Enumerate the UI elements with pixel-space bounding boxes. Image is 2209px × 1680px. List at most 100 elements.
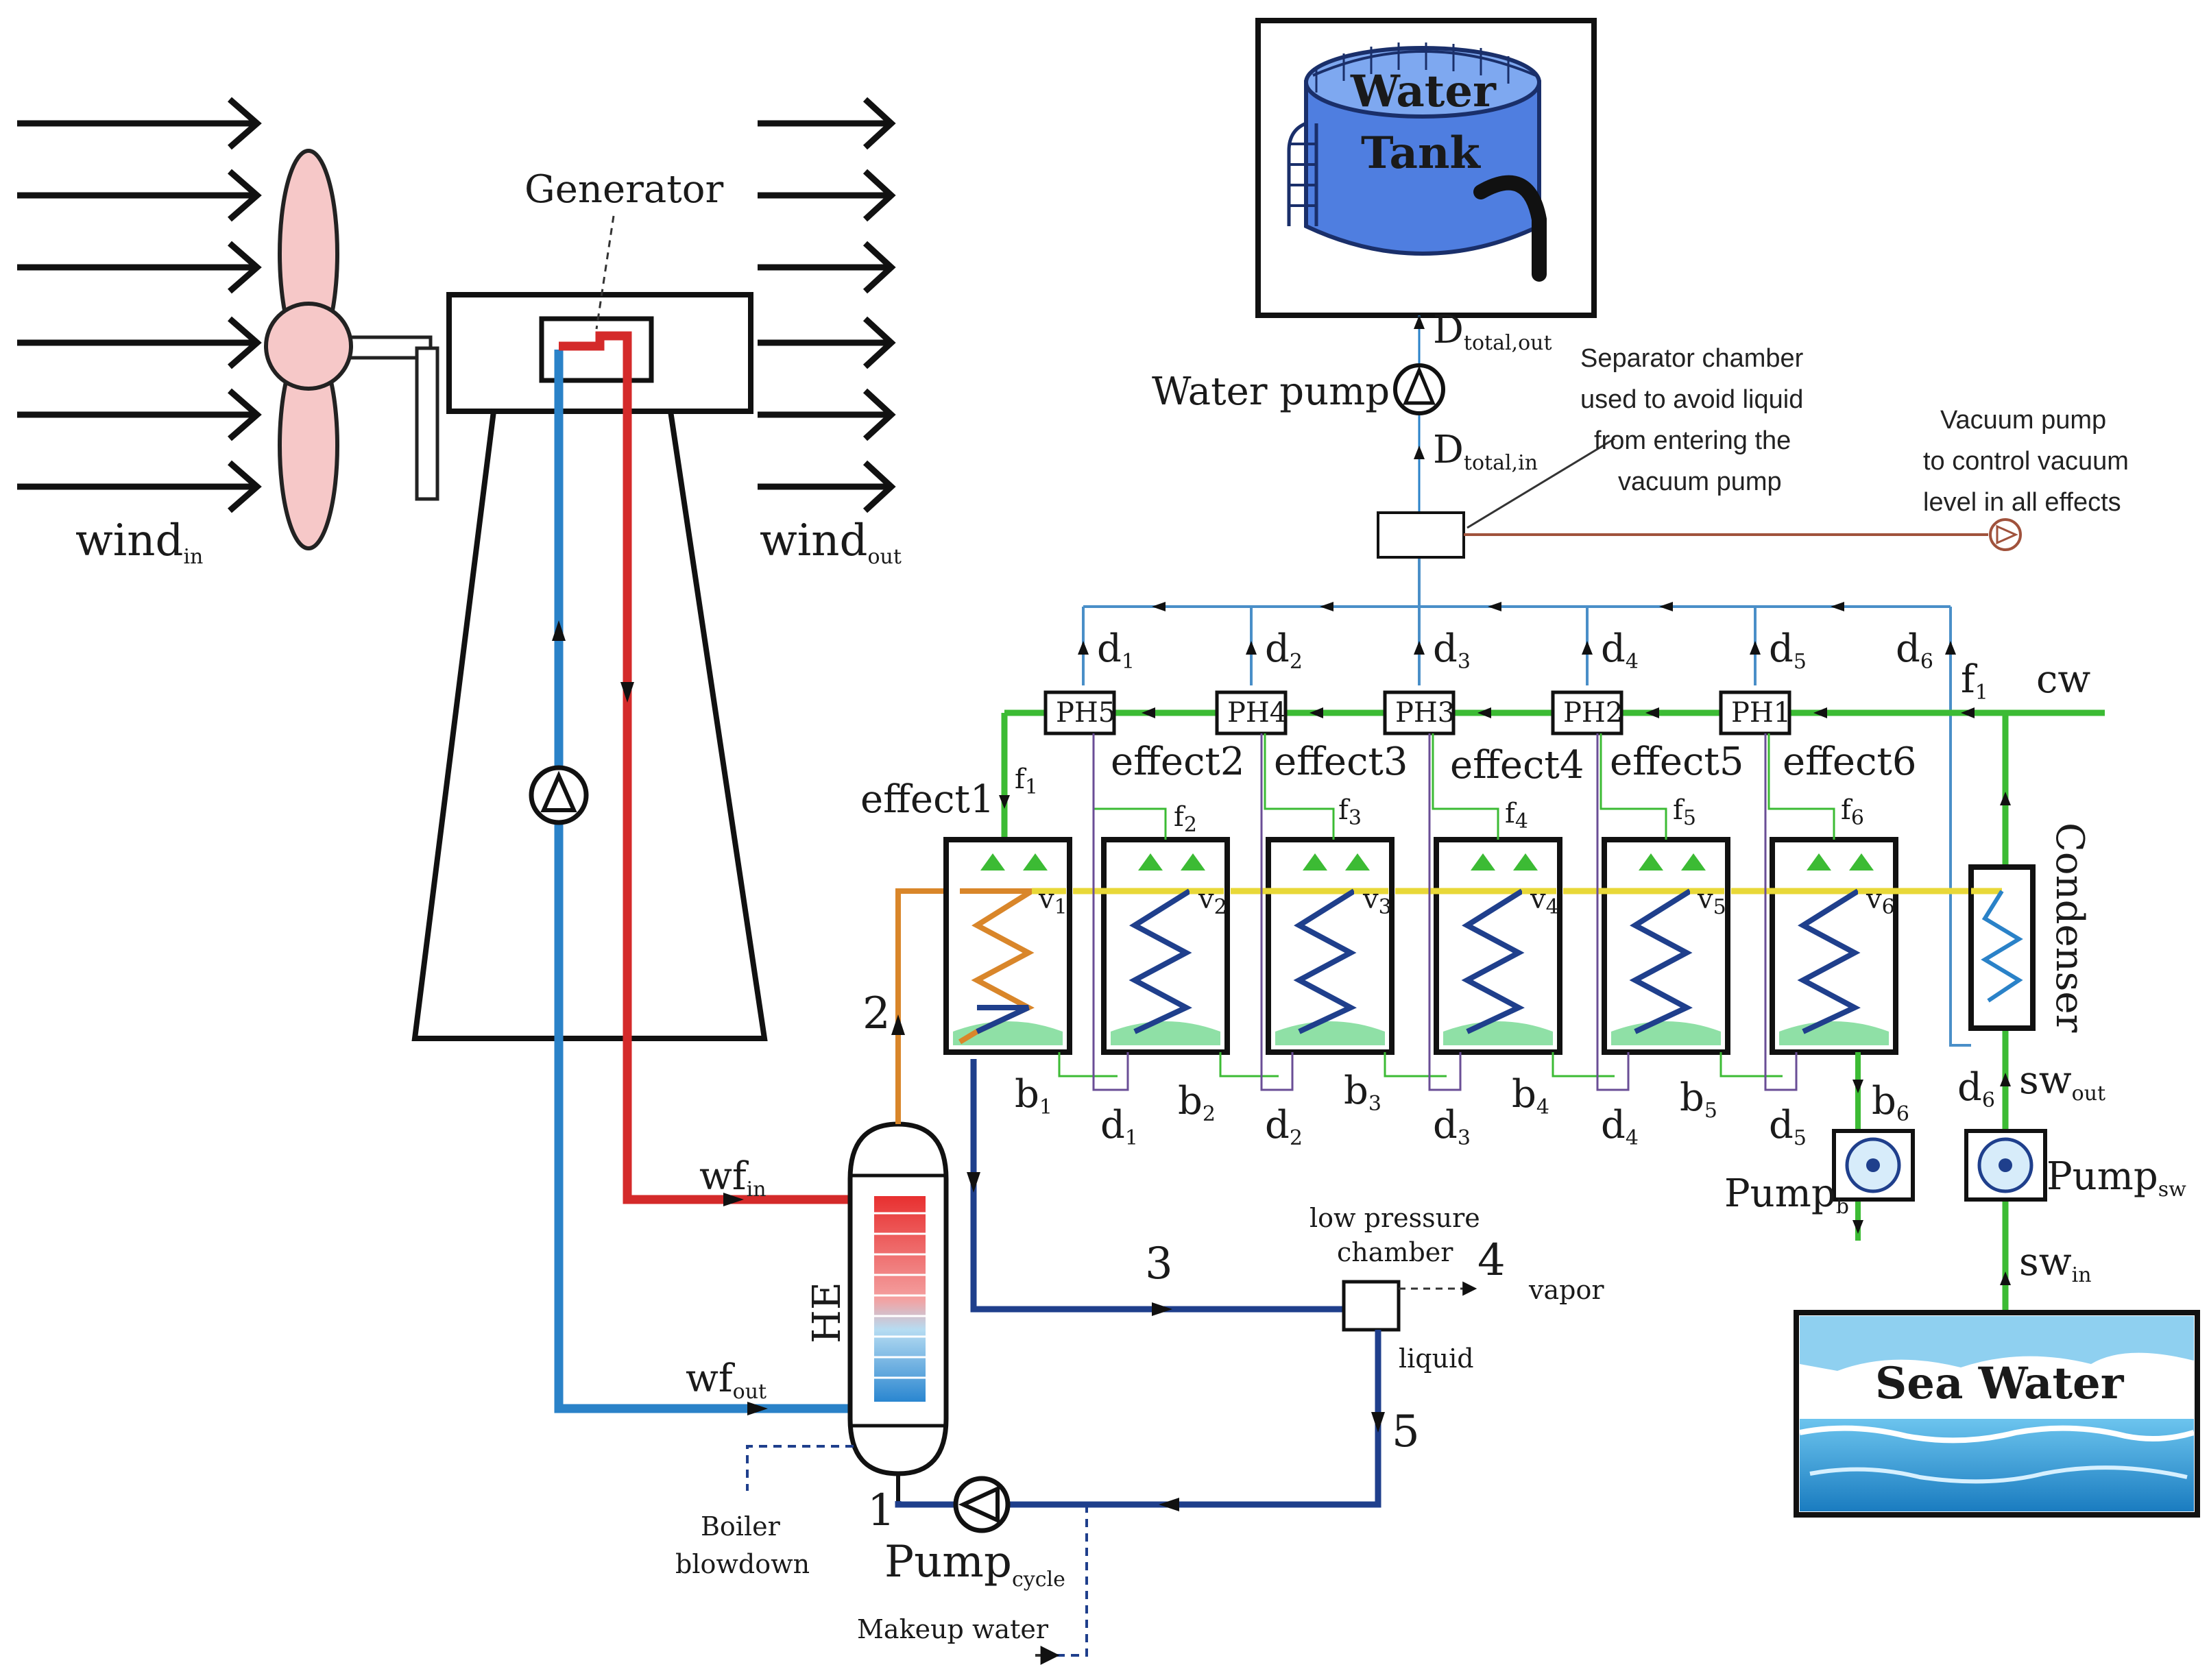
stream-3-line (970, 1059, 1344, 1313)
wind-out-label: windout (760, 515, 902, 569)
d6-top-label: d6 (1896, 626, 1933, 674)
heat-exchanger (847, 1097, 949, 1501)
pump-b-icon (1832, 1129, 1915, 1202)
b5-label: b5 (1680, 1075, 1717, 1123)
he-label: HE (805, 1282, 849, 1343)
d3-bottom-label: d3 (1433, 1103, 1471, 1150)
v6-label: v6 (1866, 884, 1895, 919)
d5-top-label: d5 (1769, 626, 1807, 674)
d-total-out-label: Dtotal,out (1433, 308, 1552, 355)
d1-bottom-label: d1 (1100, 1103, 1138, 1150)
d3-top-label: d3 (1433, 626, 1471, 674)
f1-top-label: f1 (1961, 657, 1988, 705)
boiler-blowdown-label-1: Boiler (701, 1511, 781, 1542)
separator-note-3: from entering the (1594, 426, 1791, 455)
low-pressure-label-1: low pressure (1309, 1203, 1480, 1233)
water-tank-label-2: Tank (1361, 127, 1482, 179)
preheater-ph4 (1215, 690, 1288, 735)
makeup-water-line (1035, 1505, 1088, 1657)
effect3-label: effect3 (1274, 740, 1408, 784)
d5-bottom-label: d5 (1769, 1103, 1807, 1150)
b4-label: b4 (1512, 1072, 1549, 1119)
tower (411, 409, 768, 1041)
effect6-label: effect6 (1783, 740, 1917, 784)
condenser-label: Condenser (2047, 823, 2092, 1033)
boiler-blowdown-line (746, 1445, 854, 1491)
wf-out-label: wfout (686, 1356, 766, 1404)
d4-top-label: d4 (1601, 626, 1639, 674)
state-5-label: 5 (1392, 1407, 1420, 1457)
wind-in-arrows (17, 97, 262, 513)
makeup-water-label: Makeup water (857, 1614, 1049, 1644)
sw-out-label: swout (2019, 1058, 2105, 1106)
low-pressure-chamber (1342, 1280, 1401, 1332)
separator-note-2: used to avoid liquid (1580, 385, 1803, 414)
ph2-label: PH2 (1563, 697, 1623, 729)
pump-b-label: Pumpb (1724, 1171, 1849, 1219)
preheater-ph1 (1719, 690, 1791, 735)
preheater-ph2 (1551, 690, 1623, 735)
v4-label: v4 (1530, 884, 1559, 919)
vacuum-note-1: Vacuum pump (1940, 406, 2106, 435)
state-1-label: 1 (867, 1485, 895, 1536)
ph1-label: PH1 (1731, 697, 1791, 729)
effect5-label: effect5 (1610, 740, 1744, 784)
v5-label: v5 (1697, 884, 1726, 919)
tower-pump-icon (529, 765, 589, 825)
vacuum-note-2: to control vacuum (1923, 447, 2129, 476)
effect-6 (1731, 837, 1971, 1055)
turbine-hub (264, 302, 353, 391)
b3-label: b3 (1344, 1069, 1381, 1116)
v1-label: v1 (1038, 884, 1067, 919)
preheaters (1043, 690, 1791, 735)
water-pump-label: Water pump (1152, 369, 1390, 414)
d6-bottom-label: d6 (1957, 1065, 1995, 1112)
pump-sw-label: Pumpsw (2047, 1154, 2186, 1202)
ph3-label: PH3 (1395, 697, 1455, 729)
vacuum-pump-icon (1989, 518, 2022, 551)
d1-top-label: d1 (1097, 626, 1135, 674)
sw-in-label: swin (2019, 1240, 2092, 1287)
f2-label: f2 (1174, 801, 1197, 837)
effect-4 (1395, 837, 1562, 1055)
stream-5-line (998, 1330, 1381, 1508)
effect-3 (1231, 837, 1395, 1055)
cw-label: cw (2036, 657, 2090, 702)
effect2-label: effect2 (1111, 740, 1245, 784)
generator-pointer (595, 215, 615, 330)
preheater-ph3 (1383, 690, 1456, 735)
effect-feed-lines (1092, 733, 1835, 840)
sea-water-image (1794, 1310, 2200, 1518)
generator-label: Generator (524, 167, 723, 212)
ph4-label: PH4 (1227, 697, 1287, 729)
f6-label: f6 (1841, 794, 1864, 830)
working-fluid-supply-line (559, 331, 874, 1204)
effect-5 (1563, 837, 1730, 1055)
b6-label: b6 (1872, 1079, 1909, 1126)
sea-water-label: Sea Water (1875, 1358, 2125, 1409)
vacuum-note-3: level in all effects (1923, 488, 2121, 517)
brine-loops (1058, 733, 1798, 1091)
separator-note-1: Separator chamber (1580, 344, 1804, 373)
pump-cycle-icon (953, 1476, 1011, 1533)
state-3-label: 3 (1145, 1239, 1173, 1289)
wind-in-label: windin (75, 515, 203, 569)
effect-1 (943, 837, 1072, 1055)
f1-label: f1 (1015, 764, 1038, 799)
turbine-support (415, 346, 439, 501)
b1-label: b1 (1015, 1072, 1052, 1119)
d2-top-label: d2 (1265, 626, 1303, 674)
v2-label: v2 (1198, 884, 1227, 919)
effect4-label: effect4 (1450, 743, 1584, 788)
b2-label: b2 (1178, 1079, 1216, 1126)
d4-bottom-label: d4 (1601, 1103, 1639, 1150)
stream-2-line (895, 888, 960, 1124)
condenser (1968, 864, 2036, 1031)
state-2-label: 2 (862, 988, 891, 1039)
f3-label: f3 (1338, 794, 1362, 830)
f4-label: f4 (1505, 798, 1528, 833)
water-tank-label-1: Water (1350, 66, 1497, 117)
ph5-label: PH5 (1056, 697, 1115, 729)
d2-bottom-label: d2 (1265, 1103, 1303, 1150)
